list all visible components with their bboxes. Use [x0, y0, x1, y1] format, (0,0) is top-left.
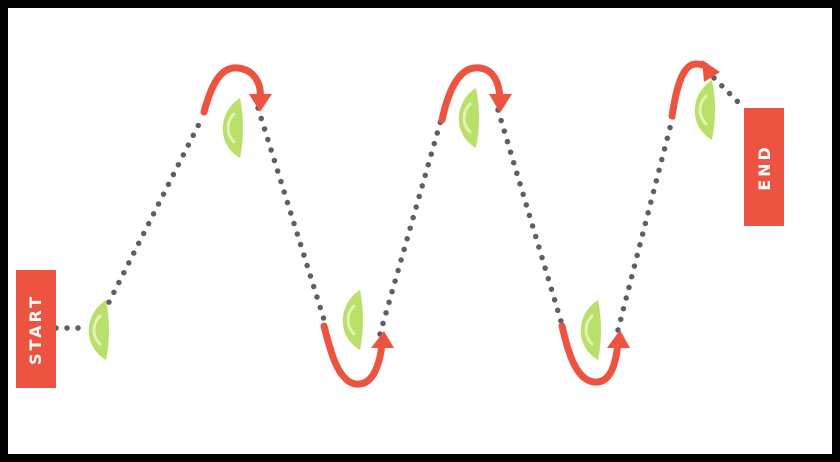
- end-label-box: END: [744, 108, 784, 226]
- cone-body: [342, 290, 363, 350]
- cone-highlight: [584, 314, 594, 346]
- path-segment: [101, 113, 206, 315]
- arrowhead: [489, 94, 512, 113]
- path-segment: [711, 75, 747, 111]
- path-segment: [495, 107, 566, 331]
- turn-arrow-icon: [558, 322, 622, 386]
- cone-icon: [458, 88, 479, 148]
- turn-arrow-icon: [320, 322, 386, 388]
- cone-icon: [222, 98, 243, 158]
- arrowhead: [249, 94, 272, 112]
- path-segment: [377, 117, 444, 337]
- turn-arrow-icon: [438, 64, 504, 124]
- path-segment: [615, 113, 676, 333]
- cone-highlight: [92, 314, 102, 346]
- cone-icon: [88, 300, 109, 360]
- cone-icon: [694, 80, 715, 140]
- cone-icon: [342, 290, 363, 350]
- turn-arrows: [200, 60, 720, 388]
- start-label: START: [26, 293, 46, 365]
- start-label-box: START: [16, 270, 56, 388]
- cone-body: [222, 98, 243, 158]
- cone-highlight: [462, 102, 472, 134]
- cone-body: [694, 80, 715, 140]
- end-label: END: [754, 143, 774, 191]
- dotted-path: [53, 75, 747, 337]
- cone-body: [458, 88, 479, 148]
- turn-arrow-icon: [200, 64, 264, 116]
- arrowhead: [607, 330, 630, 348]
- cone-body: [88, 300, 109, 360]
- cone-body: [580, 300, 601, 360]
- cone-highlight: [698, 94, 708, 126]
- cone-icon: [580, 300, 601, 360]
- cones: [88, 80, 715, 360]
- cone-highlight: [346, 304, 356, 336]
- cone-highlight: [226, 112, 236, 144]
- arrowhead: [371, 331, 394, 348]
- arrowhead: [702, 60, 720, 82]
- path-segment: [255, 105, 329, 329]
